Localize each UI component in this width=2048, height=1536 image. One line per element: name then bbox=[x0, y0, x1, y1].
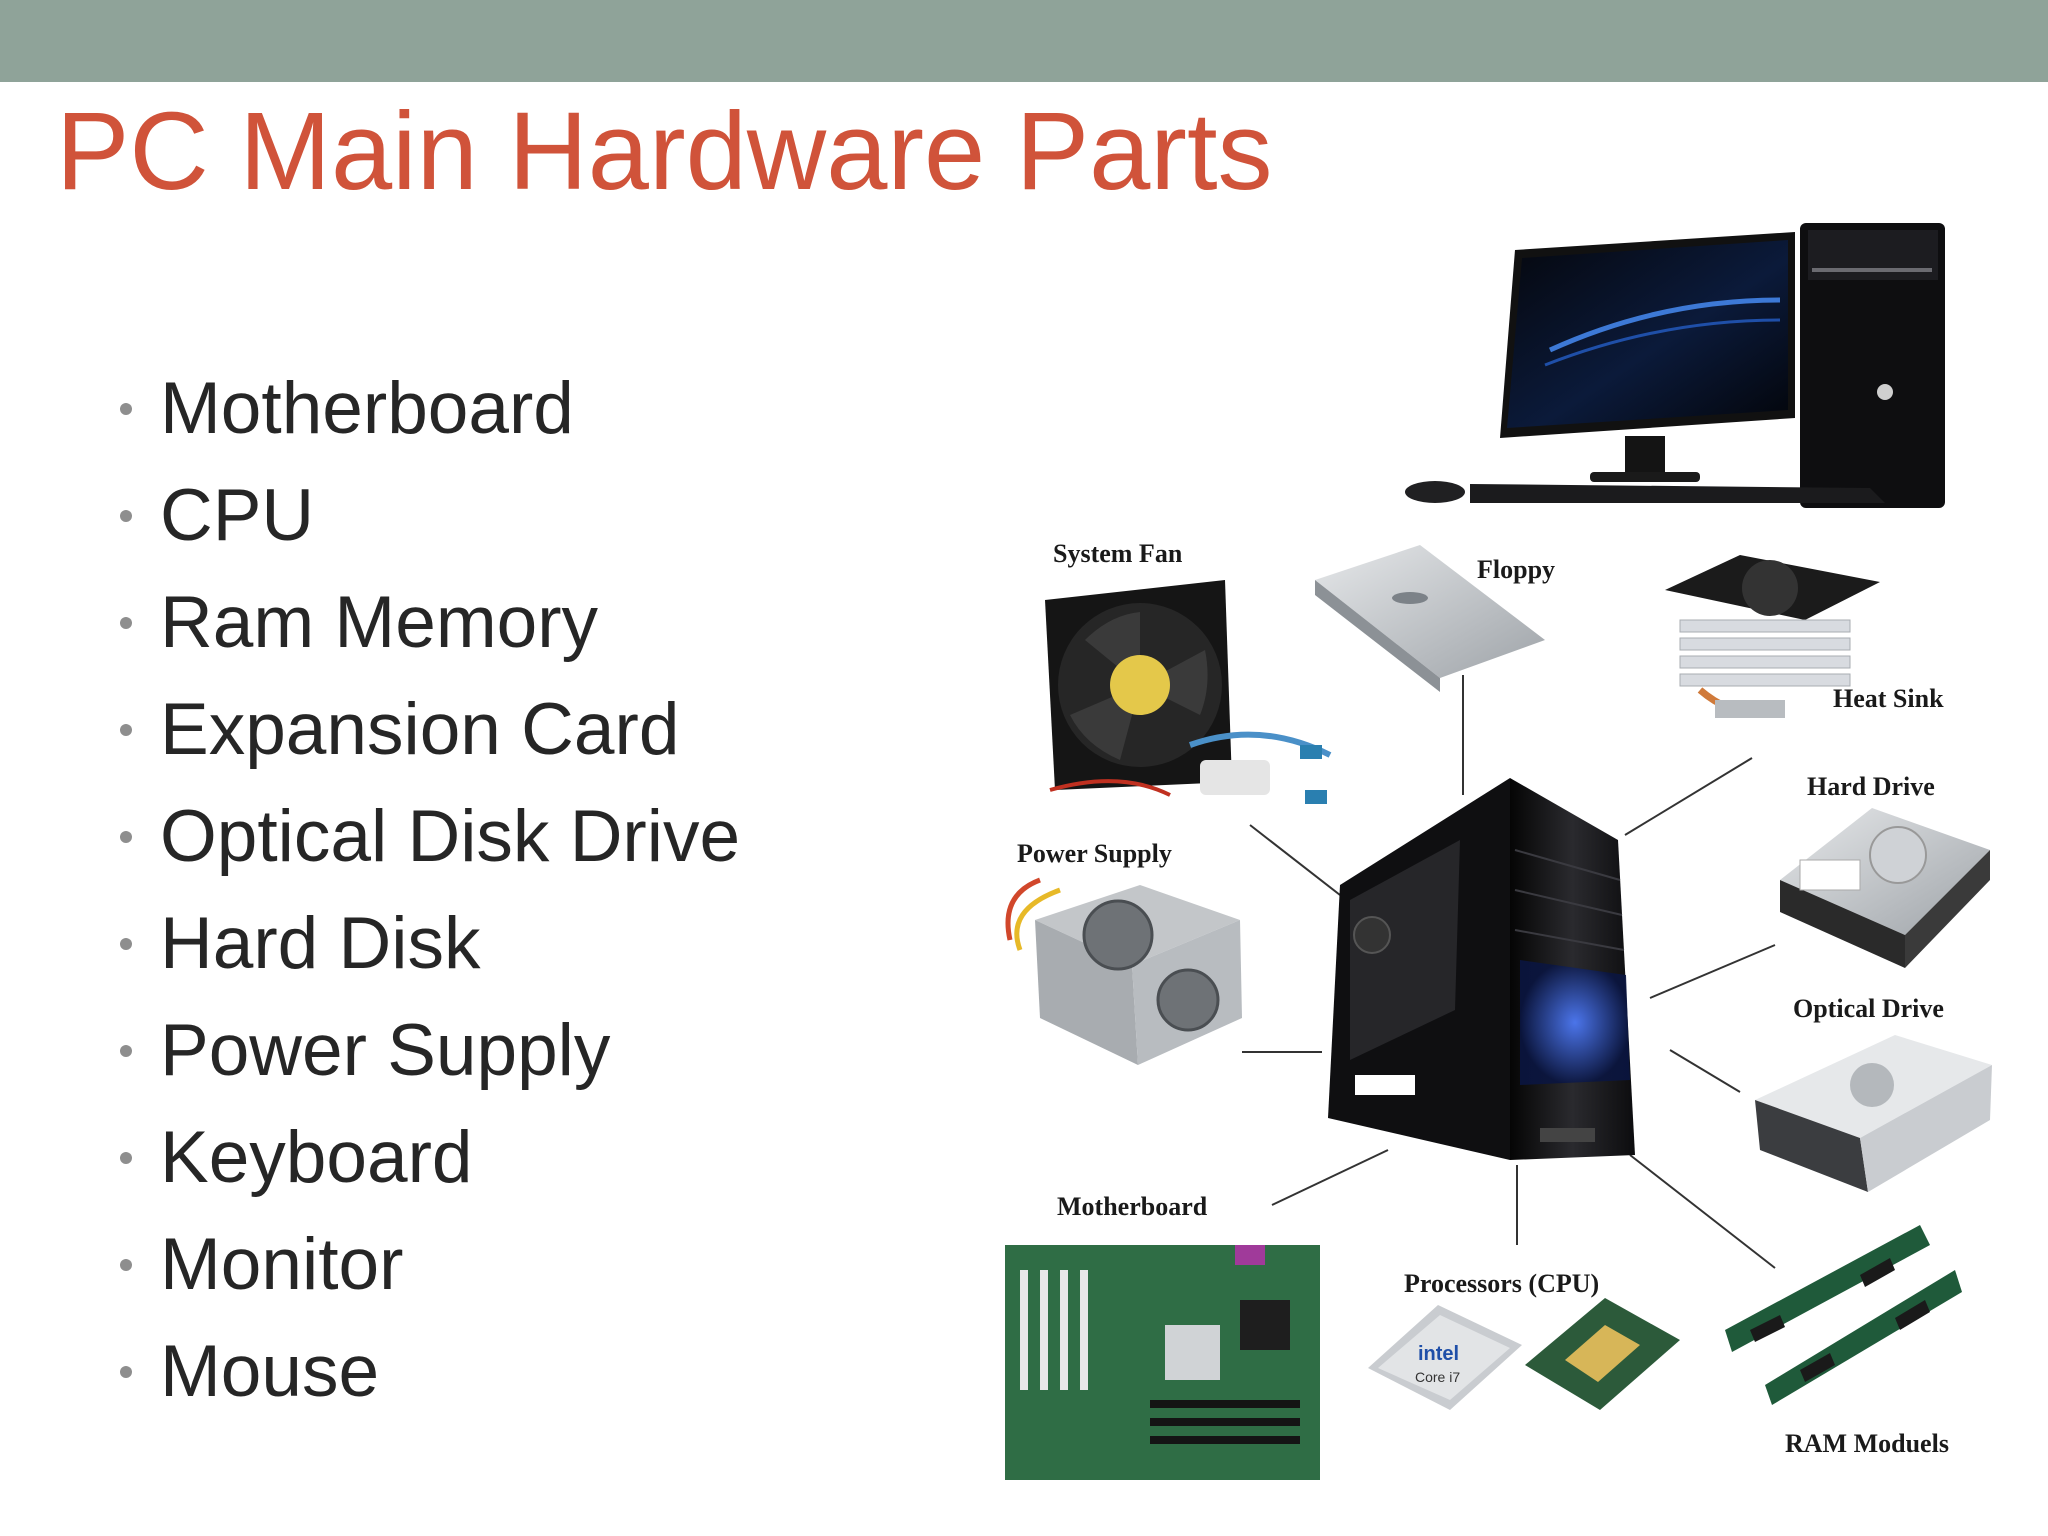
label-system-fan: System Fan bbox=[1053, 539, 1183, 568]
list-item: CPU bbox=[120, 462, 740, 569]
list-item: Keyboard bbox=[120, 1104, 740, 1211]
pc-tower-image bbox=[1328, 778, 1635, 1160]
system-fan-image bbox=[1045, 580, 1332, 804]
optical-drive-image bbox=[1755, 1035, 1992, 1192]
list-item-text: Ram Memory bbox=[160, 582, 599, 663]
hardware-illustration: intel Core i7 System Fan Floppy Heat Sin… bbox=[1005, 223, 1992, 1480]
processors-image: intel Core i7 bbox=[1368, 1298, 1680, 1410]
bullet-icon bbox=[120, 1044, 132, 1057]
bullet-icon bbox=[120, 723, 132, 736]
label-motherboard: Motherboard bbox=[1057, 1192, 1208, 1221]
slide-title: PC Main Hardware Parts bbox=[56, 90, 1273, 213]
list-item-text: Hard Disk bbox=[160, 903, 481, 984]
list-item: Power Supply bbox=[120, 997, 740, 1104]
motherboard-image bbox=[1005, 1245, 1320, 1480]
list-item-text: Keyboard bbox=[160, 1117, 473, 1198]
list-item-text: CPU bbox=[160, 475, 315, 556]
label-hard-drive: Hard Drive bbox=[1807, 772, 1935, 801]
bullet-icon bbox=[120, 1151, 132, 1164]
list-item: Expansion Card bbox=[120, 676, 740, 783]
list-item: Hard Disk bbox=[120, 890, 740, 997]
bullet-icon bbox=[120, 509, 132, 522]
bullet-icon bbox=[120, 616, 132, 629]
list-item: Monitor bbox=[120, 1211, 740, 1318]
bullet-icon bbox=[120, 937, 132, 950]
cpu-model-text: Core i7 bbox=[1415, 1369, 1460, 1385]
label-power-supply: Power Supply bbox=[1017, 839, 1172, 868]
connector-lines bbox=[1242, 675, 1776, 1269]
list-item-text: Monitor bbox=[160, 1224, 404, 1305]
top-accent-bar bbox=[0, 0, 2048, 82]
list-item: Mouse bbox=[120, 1318, 740, 1425]
list-item-text: Power Supply bbox=[160, 1010, 611, 1091]
label-ram-modules: RAM Moduels bbox=[1785, 1429, 1949, 1458]
list-item: Ram Memory bbox=[120, 569, 740, 676]
floppy-drive-image bbox=[1315, 545, 1545, 692]
list-item-text: Expansion Card bbox=[160, 689, 680, 770]
label-optical-drive: Optical Drive bbox=[1793, 994, 1944, 1023]
desktop-computer-image bbox=[1405, 223, 1945, 508]
hard-drive-image bbox=[1780, 808, 1990, 968]
list-item-text: Motherboard bbox=[160, 368, 574, 449]
heat-sink-image bbox=[1665, 555, 1880, 718]
bullet-icon bbox=[120, 402, 132, 415]
power-supply-image bbox=[1005, 877, 1242, 1065]
list-item-text: Mouse bbox=[160, 1331, 380, 1412]
bullet-icon bbox=[120, 830, 132, 843]
label-floppy: Floppy bbox=[1477, 555, 1555, 584]
bullet-list: Motherboard CPU Ram Memory Expansion Car… bbox=[120, 355, 740, 1425]
label-heat-sink: Heat Sink bbox=[1833, 684, 1944, 713]
cpu-brand-text: intel bbox=[1418, 1343, 1459, 1365]
bullet-icon bbox=[120, 1365, 132, 1378]
list-item-text: Optical Disk Drive bbox=[160, 796, 741, 877]
bullet-icon bbox=[120, 1258, 132, 1271]
list-item: Motherboard bbox=[120, 355, 740, 462]
list-item: Optical Disk Drive bbox=[120, 783, 740, 890]
ram-modules-image bbox=[1725, 1225, 1962, 1405]
label-processors: Processors (CPU) bbox=[1404, 1269, 1599, 1298]
